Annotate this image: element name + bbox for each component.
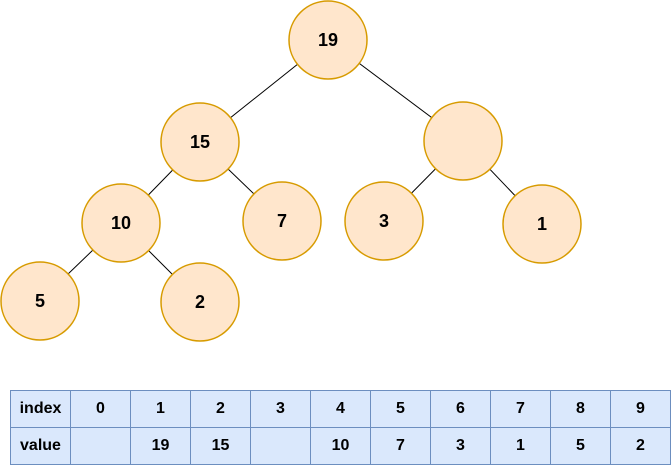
tree-node-circle [160,262,240,342]
tree-node: 5 [0,261,80,341]
tree-node-label: 7 [277,211,287,231]
table-cell: 15 [190,427,251,465]
table-cell: 19 [130,427,191,465]
table-cell: 2 [190,390,251,428]
table-cell: 2 [610,427,671,465]
tree-node: 2 [160,262,240,342]
tree-node: 15 [160,102,240,182]
table-cell: 0 [70,390,131,428]
table-cell: 4 [310,390,371,428]
tree-node: 3 [344,181,424,261]
table-cell: 7 [370,427,431,465]
table-cell: 1 [130,390,191,428]
tree-node-circle [423,101,503,181]
tree-node-label: 2 [195,292,205,312]
tree-node-circle [242,181,322,261]
table-cell: 6 [430,390,491,428]
tree-node: 7 [242,181,322,261]
tree-node-circle [288,0,368,80]
tree-node-circle [502,184,582,264]
tree-node: 1 [502,184,582,264]
table-cell: 5 [370,390,431,428]
tree-node-label: 5 [35,291,45,311]
tree-node-circle [160,102,240,182]
table-cell: 10 [310,427,371,465]
tree-node-label: 10 [111,213,131,233]
tree-node-label: 1 [537,214,547,234]
table-cell: 3 [250,390,311,428]
tree-node [423,101,503,181]
tree-node: 19 [288,0,368,80]
tree-node-circle [0,261,80,341]
table-cell: 7 [490,390,551,428]
tree-node: 10 [81,183,161,263]
table-cell [70,427,131,465]
tree-node-label: 19 [318,30,338,50]
tree-node-circle [344,181,424,261]
row-header-value: value [10,427,71,465]
table-cell: 5 [550,427,611,465]
tree-node-label: 3 [379,211,389,231]
tree-node-circle [81,183,161,263]
table-cell: 1 [490,427,551,465]
table-cell [250,427,311,465]
row-header-index: index [10,390,71,428]
table-cell: 9 [610,390,671,428]
table-cell: 3 [430,427,491,465]
table-cell: 8 [550,390,611,428]
tree-node-label: 15 [190,132,210,152]
